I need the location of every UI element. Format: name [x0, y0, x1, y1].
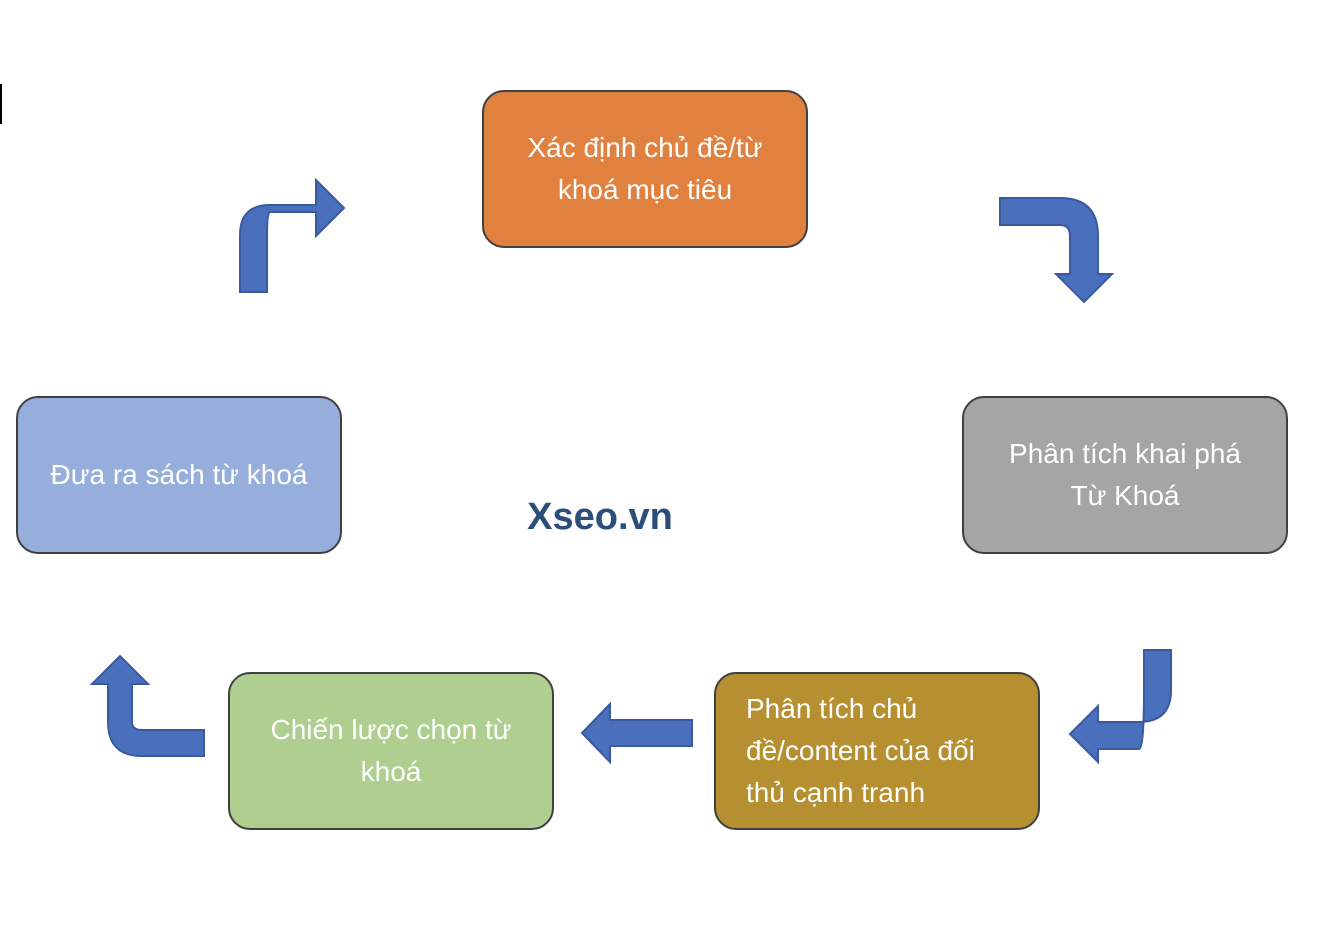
text-cursor: [0, 84, 2, 124]
step-label: Phân tích chủ đề/content của đối thủ cạn…: [746, 693, 975, 808]
step-node-keyword-analysis: Phân tích khai phá Từ Khoá: [962, 396, 1288, 554]
arrow-step5-to-step1: [239, 177, 346, 293]
arrow-step4-to-step5: [89, 654, 205, 757]
step-label: Phân tích khai phá Từ Khoá: [1009, 438, 1241, 511]
arrow-step1-to-step2: [999, 197, 1115, 304]
arrow-step2-to-step3: [1068, 649, 1172, 765]
step-label: Đưa ra sách từ khoá: [50, 459, 308, 490]
step-node-keyword-strategy: Chiến lược chọn từ khoá: [228, 672, 554, 830]
brand-watermark: Xseo.vn: [527, 496, 673, 538]
step-label: Chiến lược chọn từ khoá: [270, 714, 512, 787]
step-node-keyword-list: Đưa ra sách từ khoá: [16, 396, 342, 554]
arrow-step3-to-step4: [580, 701, 693, 765]
step-node-define-keyword: Xác định chủ đề/từ khoá mục tiêu: [482, 90, 808, 248]
step-node-competitor-analysis: Phân tích chủ đề/content của đối thủ cạn…: [714, 672, 1040, 830]
step-label: Xác định chủ đề/từ khoá mục tiêu: [527, 132, 763, 205]
